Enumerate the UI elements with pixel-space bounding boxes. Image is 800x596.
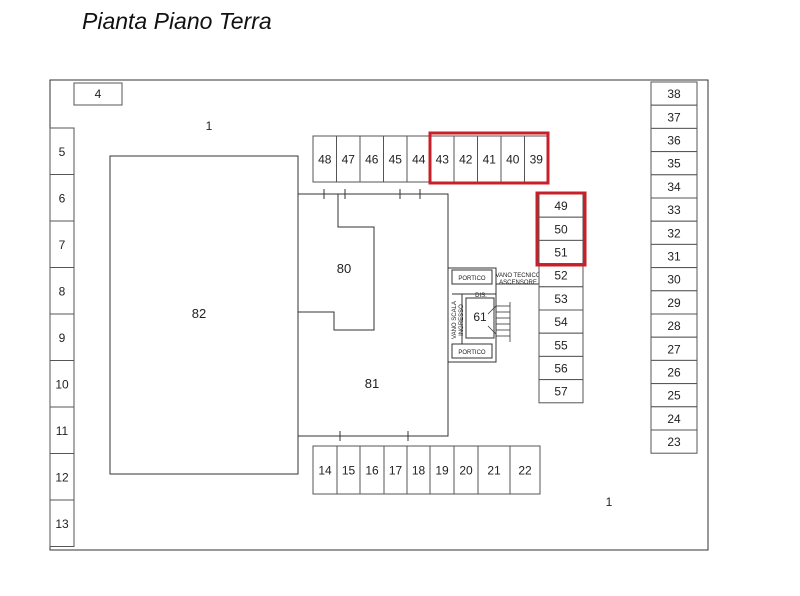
garage-39-label: 39 [530,153,544,167]
garage-37-label: 37 [667,110,681,124]
garage-38-label: 38 [667,87,681,101]
garage-7-label: 7 [59,238,66,252]
garage-28-label: 28 [667,319,681,333]
garage-47-label: 47 [342,153,356,167]
garage-22-label: 22 [518,464,532,478]
garage-31-label: 31 [667,250,681,264]
block-82-label: 82 [192,306,206,321]
garage-43-label: 43 [436,153,450,167]
garage-20[interactable] [453,445,479,495]
box-4-label: 4 [95,87,102,101]
garage-9[interactable] [49,313,75,361]
garage-44-label: 44 [412,153,426,167]
garage-26-label: 26 [667,366,681,380]
courtyard-label-bottom: 1 [606,495,613,509]
block-80[interactable] [298,194,375,331]
garage-6[interactable] [49,174,75,222]
garage-20-label: 20 [459,464,473,478]
garage-21-label: 21 [487,464,501,478]
garage-35-label: 35 [667,157,681,171]
garage-11[interactable] [49,406,75,454]
portico-bottom-label: PORTICO [458,350,486,356]
garage-33-label: 33 [667,203,681,217]
vano-tecnico-label: VANO TECNICO [495,273,540,279]
garage-41-label: 41 [483,153,497,167]
garage-23[interactable] [650,429,698,454]
highlight-frame-39-43 [428,131,550,185]
garage-17-label: 17 [389,464,403,478]
garage-42-label: 42 [459,153,473,167]
block-80-label: 80 [337,261,351,276]
block-61-label: 61 [473,310,487,324]
garage-40-label: 40 [506,153,520,167]
garage-13-label: 13 [55,517,69,531]
garage-48-label: 48 [318,153,332,167]
garage-19-label: 19 [435,464,449,478]
garage-5-label: 5 [59,145,66,159]
block-81[interactable] [298,193,449,437]
courtyard-label-top: 1 [206,119,213,133]
garage-21[interactable] [477,445,511,495]
garage-53-label: 53 [554,292,568,306]
garage-32-label: 32 [667,226,681,240]
portico-top-label: PORTICO [458,276,486,282]
garage-23-label: 23 [667,435,681,449]
highlight-frames [428,131,587,267]
garage-5[interactable] [49,127,75,175]
garage-8-label: 8 [59,284,66,298]
dis-label: DIS. [475,293,487,299]
garage-45-label: 45 [389,153,403,167]
garage-55-label: 55 [554,338,568,352]
garage-24-label: 24 [667,412,681,426]
box-4[interactable] [73,82,123,106]
garage-25-label: 25 [667,389,681,403]
garage-8[interactable] [49,267,75,315]
garage-9-label: 9 [59,331,66,345]
garage-57-label: 57 [554,385,568,399]
garage-29-label: 29 [667,296,681,310]
ascensore-label: ASCENSORE [499,280,537,286]
garage-13[interactable] [49,499,75,547]
garage-51-label: 51 [554,246,568,260]
garage-46-label: 46 [365,153,379,167]
garage-14-label: 14 [318,464,332,478]
garage-11-label: 11 [56,424,69,438]
garage-15-label: 15 [342,464,356,478]
garage-50-label: 50 [554,222,568,236]
page-title: Pianta Piano Terra [82,8,272,34]
garage-12-label: 12 [55,470,69,484]
garage-54-label: 54 [554,315,568,329]
garage-19[interactable] [429,445,455,495]
garage-56-label: 56 [554,362,568,376]
block-81-label: 81 [365,376,379,391]
garage-30-label: 30 [667,273,681,287]
stair-core: PORTICO VANO TECNICO ASCENSORE DIS. VANO… [447,267,541,363]
garage-10-label: 10 [55,377,69,391]
garage-27-label: 27 [667,342,681,356]
garage-34-label: 34 [667,180,681,194]
garage-18-label: 18 [412,464,426,478]
garage-6-label: 6 [59,191,66,205]
vano-scala-label: VANO SCALA [452,301,458,339]
highlight-frame-49-51 [535,191,587,267]
garage-16-label: 16 [365,464,379,478]
garage-57[interactable] [538,379,584,404]
garage-16[interactable] [359,445,385,495]
garage-52-label: 52 [554,269,568,283]
garage-49-label: 49 [554,199,568,213]
ingresso-label: INGRESSO [459,304,465,336]
garage-36-label: 36 [667,134,681,148]
garage-22[interactable] [509,445,541,495]
garage-cells: 5678910111213383736353433323130292827262… [49,81,698,547]
pillar-ticks [323,189,421,441]
garage-10[interactable] [49,360,75,408]
